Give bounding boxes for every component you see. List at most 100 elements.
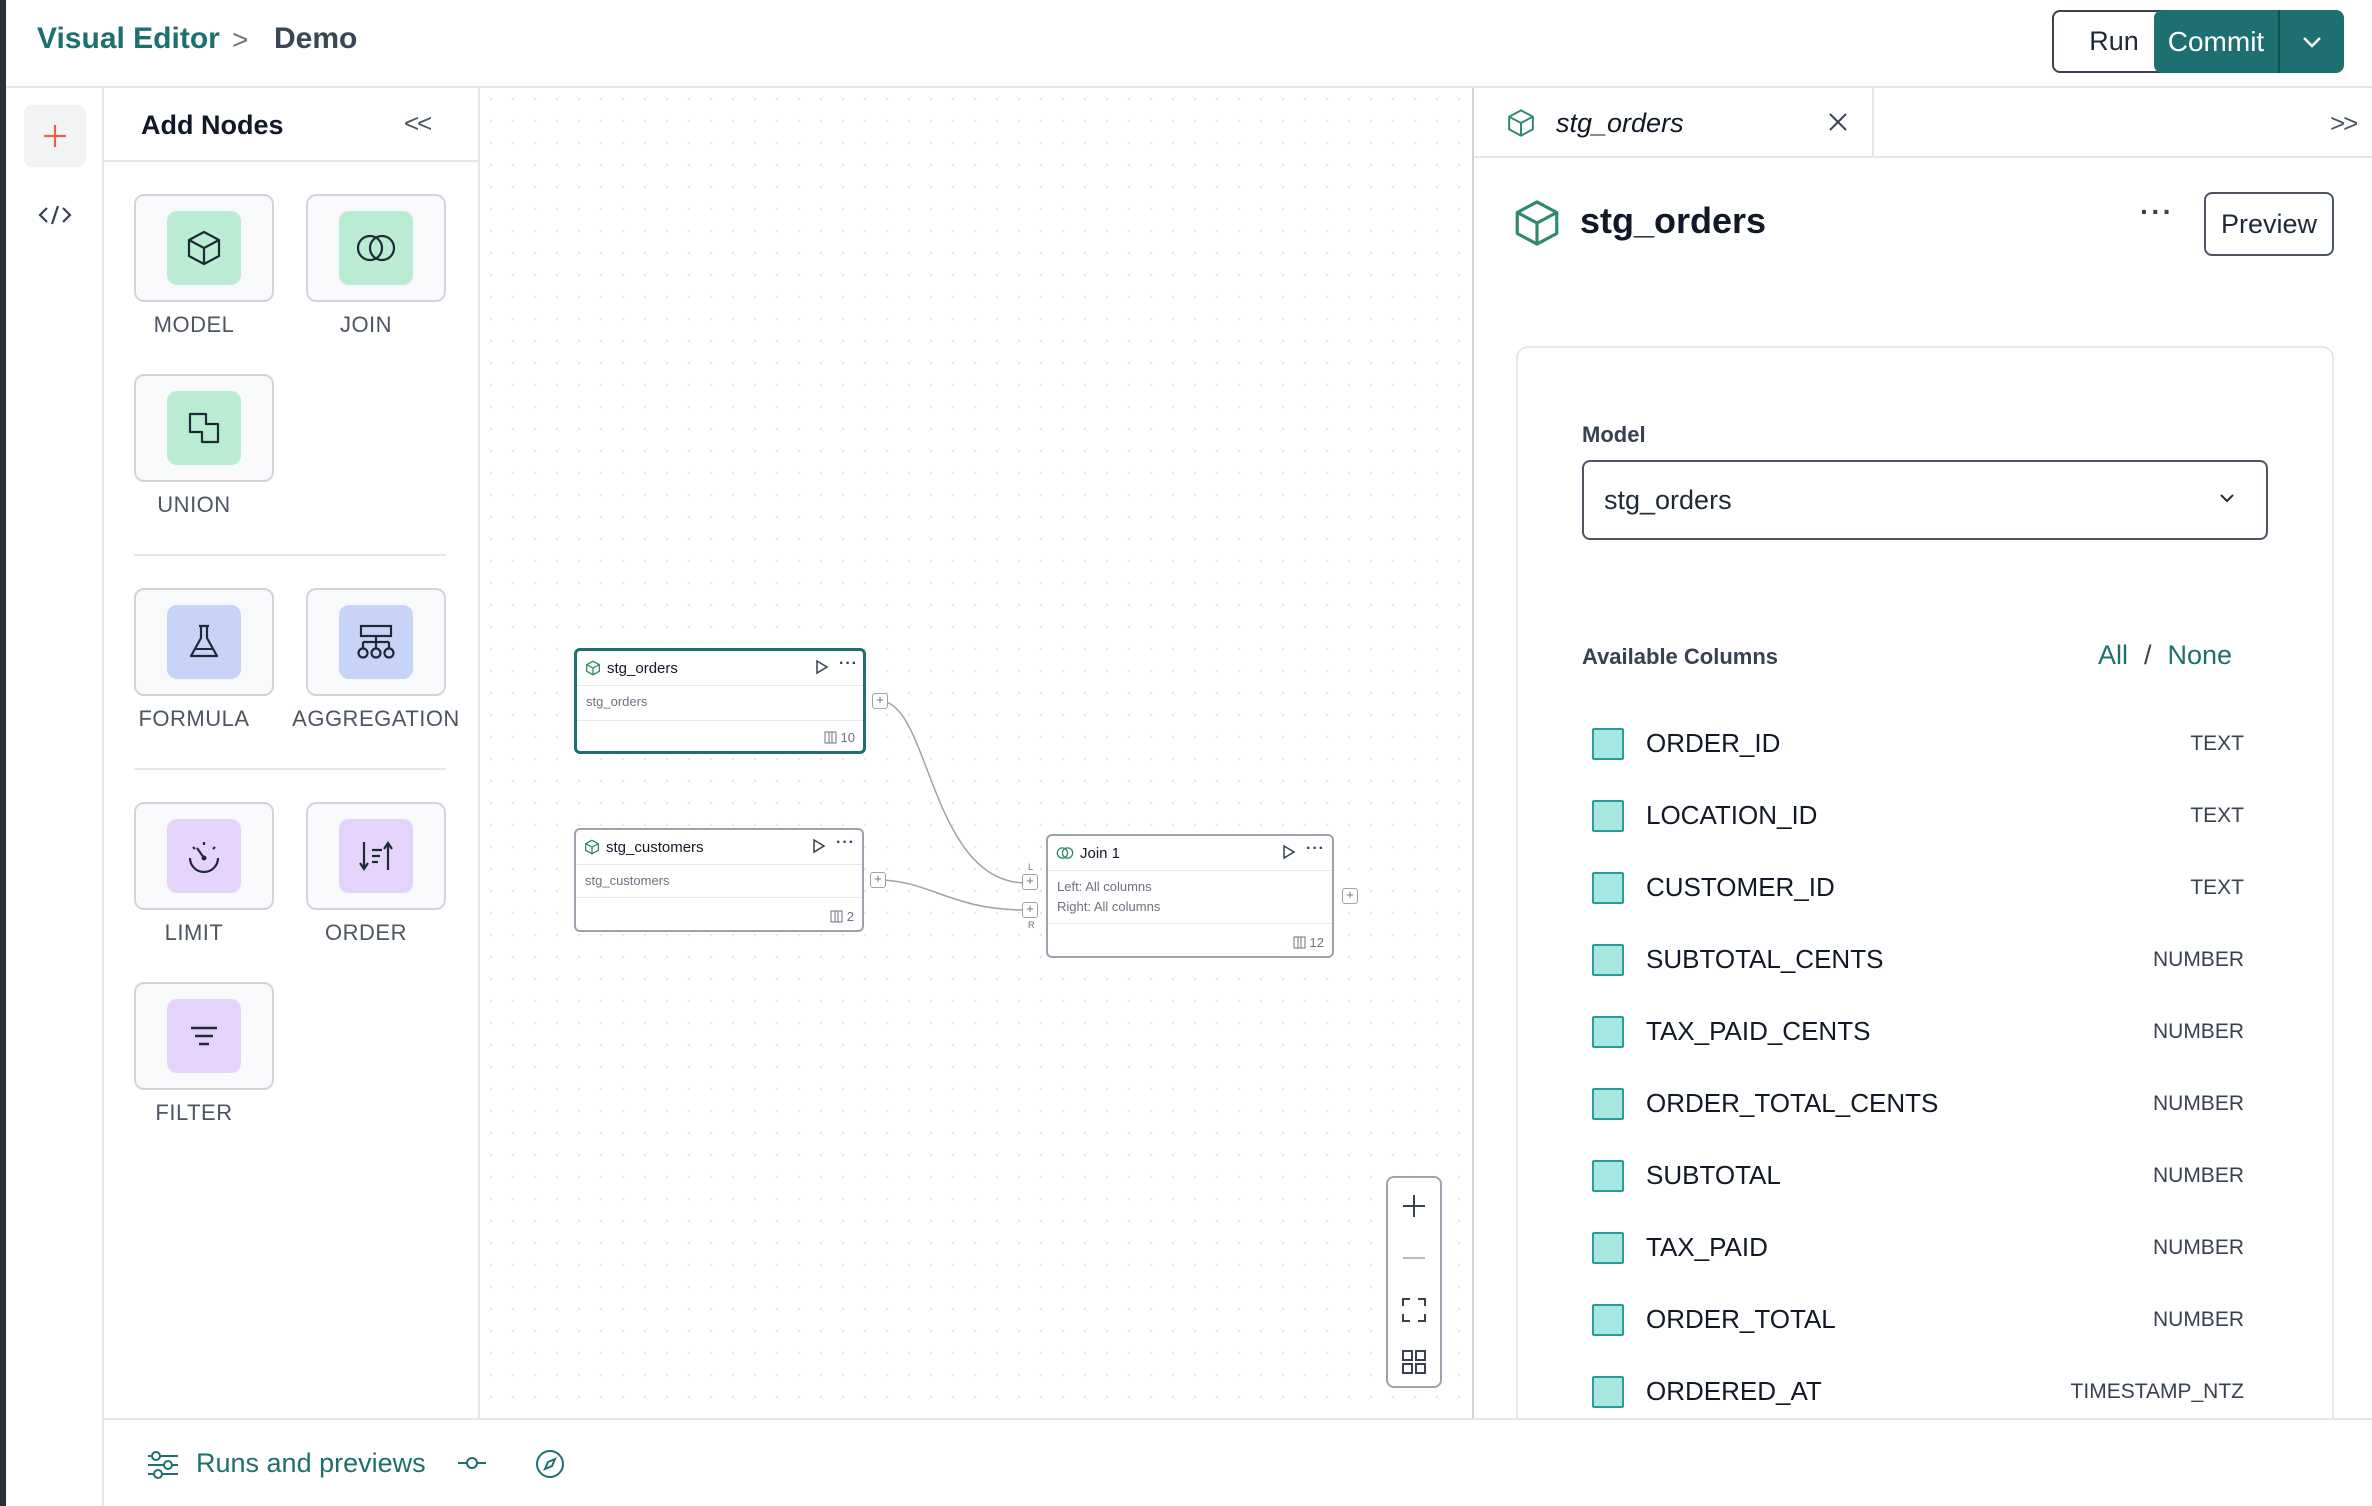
zoom-controls: [1386, 1176, 1442, 1388]
model-node-tile[interactable]: [134, 194, 274, 302]
commit-options-button[interactable]: [2280, 10, 2344, 73]
column-row[interactable]: SUBTOTAL NUMBER: [1582, 1146, 2268, 1202]
join-left-summary: Left: All columns: [1057, 879, 1152, 894]
flask-icon: [189, 624, 219, 658]
node-count: 10: [840, 730, 855, 745]
flow-canvas[interactable]: stg_orders ··· stg_orders 10 + stg_custo…: [480, 88, 1472, 1418]
gauge-icon: [188, 842, 220, 874]
column-checkbox[interactable]: [1592, 728, 1624, 760]
port-label-left: L: [1028, 862, 1034, 872]
runs-and-previews-tab[interactable]: Runs and previews: [196, 1448, 426, 1478]
expand-panel-button[interactable]: >>: [2330, 108, 2358, 138]
node-more-button[interactable]: ···: [836, 834, 855, 851]
sliders-icon[interactable]: [146, 1450, 180, 1480]
column-checkbox[interactable]: [1592, 1232, 1624, 1264]
node-join-1[interactable]: Join 1 ··· Left: All columns Right: All …: [1046, 834, 1334, 958]
formula-node-tile[interactable]: [134, 588, 274, 696]
auto-layout-button[interactable]: [1388, 1336, 1440, 1388]
column-checkbox[interactable]: [1592, 1160, 1624, 1192]
node-count: 2: [846, 909, 854, 924]
node-stg-customers[interactable]: stg_customers ··· stg_customers 2: [574, 828, 864, 932]
code-view-rail-button[interactable]: [24, 184, 86, 246]
commit-button[interactable]: Commit: [2154, 10, 2280, 73]
union-node-tile[interactable]: [134, 374, 274, 482]
column-type: NUMBER: [2152, 1164, 2244, 1187]
order-node-tile[interactable]: [306, 802, 446, 910]
add-nodes-rail-button[interactable]: [24, 105, 86, 167]
select-none-link[interactable]: None: [2167, 640, 2233, 670]
column-name: SUBTOTAL: [1646, 1160, 1781, 1190]
column-checkbox[interactable]: [1592, 1088, 1624, 1120]
preview-button[interactable]: Preview: [2204, 192, 2334, 256]
output-port[interactable]: +: [1342, 888, 1358, 904]
select-all-link[interactable]: All: [2098, 640, 2129, 670]
filter-node-tile[interactable]: [134, 982, 274, 1090]
play-icon[interactable]: [815, 659, 829, 675]
column-checkbox[interactable]: [1592, 872, 1624, 904]
aggregation-node-tile[interactable]: [306, 588, 446, 696]
join-node-tile[interactable]: [306, 194, 446, 302]
columns-icon: [1293, 936, 1306, 949]
column-row[interactable]: SUBTOTAL_CENTS NUMBER: [1582, 930, 2268, 986]
node-stg-orders[interactable]: stg_orders ··· stg_orders 10: [574, 648, 866, 754]
node-more-button[interactable]: ···: [839, 655, 858, 672]
column-checkbox[interactable]: [1592, 1376, 1624, 1408]
close-icon[interactable]: [1826, 110, 1850, 134]
input-port-left[interactable]: +: [1022, 874, 1038, 890]
node-config-panel: stg_orders >> stg_orders ··· Preview Mod…: [1472, 88, 2372, 1446]
play-icon[interactable]: [812, 838, 826, 854]
more-options-button[interactable]: ···: [2140, 196, 2174, 227]
node-more-button[interactable]: ···: [1306, 840, 1325, 857]
node-column-count: 12: [1293, 935, 1324, 950]
column-name: SUBTOTAL_CENTS: [1646, 944, 1884, 974]
tab-label: stg_orders: [1556, 108, 1684, 138]
node-column-count: 10: [824, 730, 855, 745]
zoom-in-button[interactable]: [1388, 1180, 1440, 1232]
column-type: TEXT: [2190, 876, 2244, 899]
limit-node-tile[interactable]: [134, 802, 274, 910]
collapse-panel-button[interactable]: <<: [404, 108, 432, 138]
commit-button-group: Commit: [2154, 10, 2344, 73]
column-type: NUMBER: [2152, 948, 2244, 971]
tab-stg-orders[interactable]: stg_orders: [1474, 88, 1874, 158]
select-all-none: All/None: [2098, 640, 2232, 671]
column-checkbox[interactable]: [1592, 1304, 1624, 1336]
breadcrumb-visual-editor[interactable]: Visual Editor: [37, 22, 220, 55]
cube-icon: [187, 230, 221, 266]
divider: [104, 160, 478, 162]
column-type: TEXT: [2190, 804, 2244, 827]
model-select[interactable]: stg_orders: [1582, 460, 2268, 540]
column-name: ORDERED_AT: [1646, 1376, 1822, 1406]
model-select-value: stg_orders: [1604, 484, 1732, 515]
sort-icon: [359, 841, 393, 871]
column-type: NUMBER: [2152, 1236, 2244, 1259]
zoom-out-button[interactable]: [1388, 1232, 1440, 1284]
limit-tile-label: LIMIT: [164, 920, 224, 945]
column-name: ORDER_TOTAL_CENTS: [1646, 1088, 1939, 1118]
join-right-summary: Right: All columns: [1057, 899, 1161, 914]
output-port[interactable]: +: [870, 872, 886, 888]
column-checkbox[interactable]: [1592, 800, 1624, 832]
play-icon[interactable]: [1282, 844, 1296, 860]
node-count: 12: [1309, 935, 1324, 950]
input-port-right[interactable]: +: [1022, 902, 1038, 918]
commit-node-icon[interactable]: [456, 1450, 488, 1476]
fit-view-button[interactable]: [1388, 1284, 1440, 1336]
compass-icon[interactable]: [534, 1448, 566, 1480]
node-title: Join 1: [1080, 844, 1121, 862]
column-checkbox[interactable]: [1592, 944, 1624, 976]
panel-tab-bar: stg_orders >>: [1474, 88, 2372, 158]
chevron-down-icon: [2220, 494, 2234, 503]
output-port[interactable]: +: [872, 693, 888, 709]
column-checkbox[interactable]: [1592, 1016, 1624, 1048]
bottom-bar: Runs and previews: [104, 1418, 2372, 1506]
fullscreen-icon: [1402, 1298, 1426, 1322]
